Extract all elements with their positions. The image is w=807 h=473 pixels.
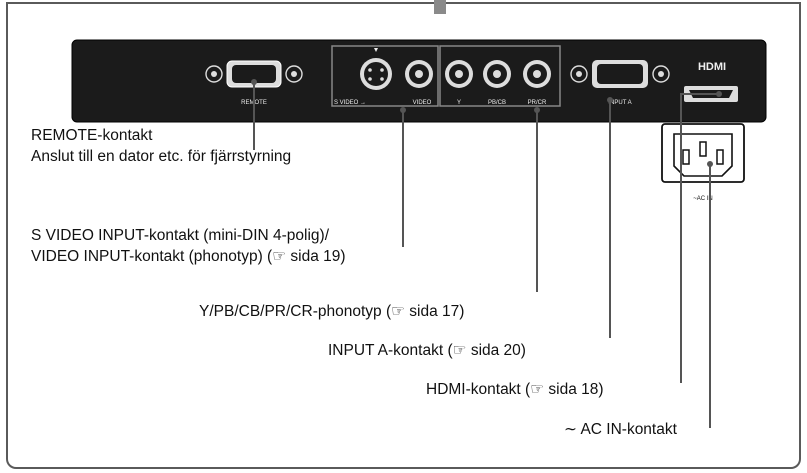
input-a-callout: INPUT A-kontakt (☞ sida 20) [328, 342, 526, 359]
remote-callout-description: Anslut till en dator etc. för fjärrstyrn… [31, 148, 292, 165]
hdmi-callout: HDMI-kontakt (☞ sida 18) [426, 381, 604, 398]
ypbpr-callout: Y/PB/CB/PR/CR-phonotyp (☞ sida 17) [199, 303, 465, 320]
pr-connector [523, 60, 551, 88]
svideo-callout-line1: S VIDEO INPUT-kontakt (mini-DIN 4-polig)… [31, 227, 330, 244]
svideo-panel-label: S VIDEO → [334, 100, 366, 106]
pb-connector [483, 60, 511, 88]
svideo-leader-dot [400, 107, 406, 113]
pb-panel-label: PB/CB [488, 100, 506, 106]
frame-top-edge-right [446, 2, 801, 4]
hdmi-leader-line [680, 93, 719, 383]
figure-frame [6, 2, 801, 469]
input-a-connector [570, 60, 670, 88]
ypbpr-leader-dot [534, 107, 540, 113]
svideo-connector [360, 58, 392, 90]
y-connector [445, 60, 473, 88]
remote-leader-dot [251, 79, 257, 85]
y-panel-label: Y [457, 100, 461, 106]
video-panel-label: VIDEO [413, 100, 432, 106]
hdmi-logo: HDMI [698, 61, 726, 73]
ac-in-socket-label: ~AC IN [693, 196, 713, 202]
frame-notch [434, 0, 446, 14]
input-a-leader-dot [607, 97, 613, 103]
component-group-outline [439, 45, 561, 107]
svideo-marker-arrow [374, 48, 378, 52]
frame-top-edge-left [6, 2, 434, 4]
ac-in-socket [661, 123, 745, 183]
video-connector [405, 60, 433, 88]
ac-in-callout: ∼ AC IN-kontakt [564, 421, 677, 438]
svideo-callout-line2: VIDEO INPUT-kontakt (phonotyp) (☞ sida 1… [31, 248, 346, 265]
video-group-outline [331, 45, 439, 107]
remote-callout-title: REMOTE-kontakt [31, 127, 153, 144]
hdmi-leader-dot [716, 91, 722, 97]
pr-panel-label: PR/CR [528, 100, 547, 106]
ac-in-leader-dot [707, 161, 713, 167]
input-a-panel-label: INPUT A [608, 100, 631, 106]
